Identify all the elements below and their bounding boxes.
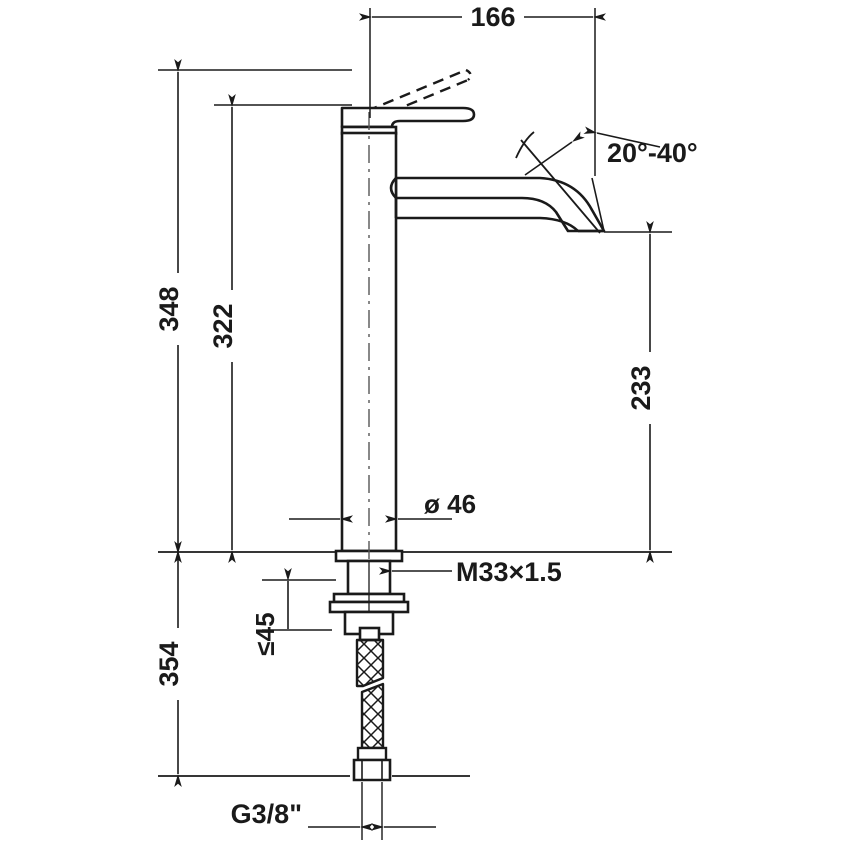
flex-hose-lower xyxy=(360,682,385,750)
dimension-thread-g38: G3/8" xyxy=(231,782,436,840)
dim-label-45: ≤45 xyxy=(250,612,280,655)
dim-label-348: 348 xyxy=(154,286,184,331)
dim-label-d46: ø 46 xyxy=(424,489,476,519)
dimension-diameter-46: ø 46 xyxy=(289,489,476,551)
hose-end-nut xyxy=(352,746,392,782)
flex-hose-upper xyxy=(355,638,385,688)
dim-label-233: 233 xyxy=(626,365,656,410)
dimension-height-322: 322 xyxy=(208,94,352,563)
mounting-hardware xyxy=(328,561,410,642)
spout-arm xyxy=(389,176,606,233)
dim-label-166: 166 xyxy=(470,2,515,32)
dimension-height-348: 348 xyxy=(154,59,352,563)
dim-label-g38: G3/8" xyxy=(231,799,302,829)
dim-label-m33: M33×1.5 xyxy=(456,557,562,587)
dimension-height-354: 354 xyxy=(154,541,470,787)
dimension-height-233: 233 xyxy=(604,221,672,563)
dim-label-354: 354 xyxy=(154,641,184,686)
dimension-deck-max-45: ≤45 xyxy=(250,568,336,656)
swivel-reference-line xyxy=(520,139,601,234)
lever-handle xyxy=(340,106,476,129)
dim-label-angle: 20°-40° xyxy=(607,138,698,168)
dim-label-322: 322 xyxy=(208,303,238,348)
dimension-width-166: 166 xyxy=(359,2,606,176)
dimension-thread-m33: M33×1.5 xyxy=(379,557,562,587)
faucet-geometry xyxy=(328,68,606,782)
dimension-swivel-angle: 20°-40° xyxy=(515,126,698,176)
